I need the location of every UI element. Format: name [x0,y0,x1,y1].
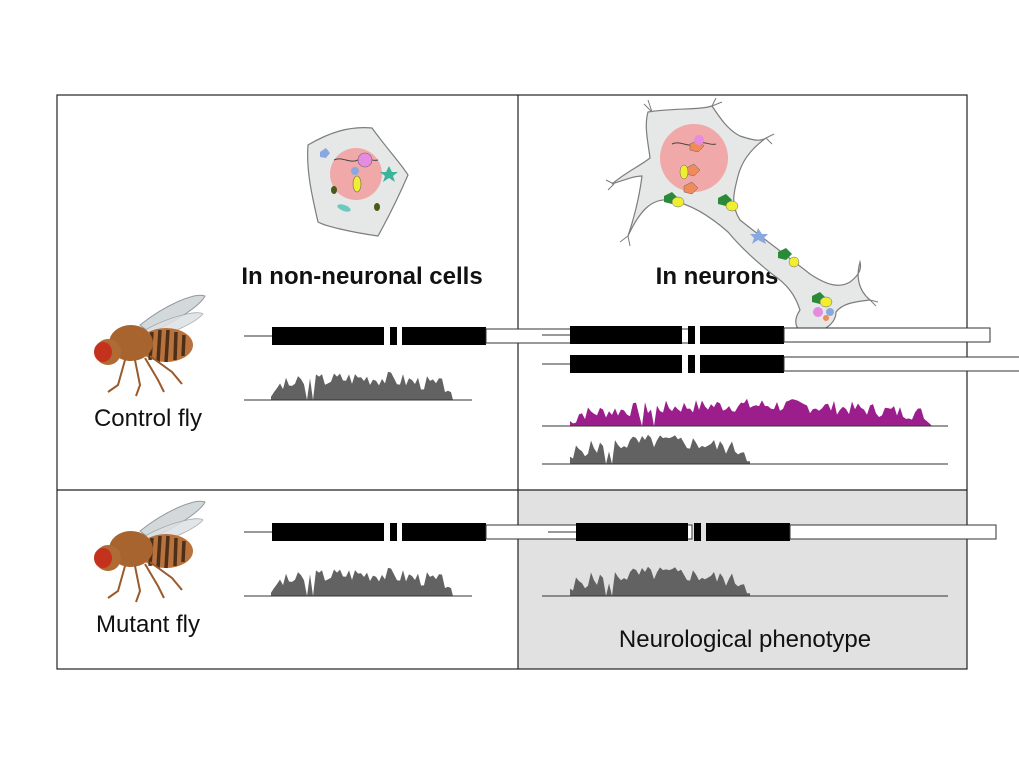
non-neuronal-cell-icon [307,127,409,237]
label-mutant-fly: Mutant fly [96,611,200,638]
label-neurological-phenotype: Neurological phenotype [619,626,871,653]
gene-model-mutant-neuron [548,523,997,541]
coverage-track-mutant-nonneuronal [244,567,472,597]
neuron-icon [605,97,879,335]
coverage-track-control-nonneuronal [244,371,472,401]
coverage-track-mutant-neuron [542,566,948,597]
fruit-fly-icon [94,500,206,603]
label-control-fly: Control fly [94,405,202,432]
fruit-fly-icon [94,294,206,397]
coverage-track-control-neuron-gray [542,434,948,465]
title-non-neuronal: In non-neuronal cells [241,263,482,290]
title-neurons: In neurons [656,263,779,290]
coverage-track-control-neuron-magenta [542,398,948,427]
outer-border [56,94,968,670]
panel-grid [56,94,968,670]
gene-model-control-neuron-long [542,355,1019,373]
gene-model-control-neuron-short [542,326,991,344]
